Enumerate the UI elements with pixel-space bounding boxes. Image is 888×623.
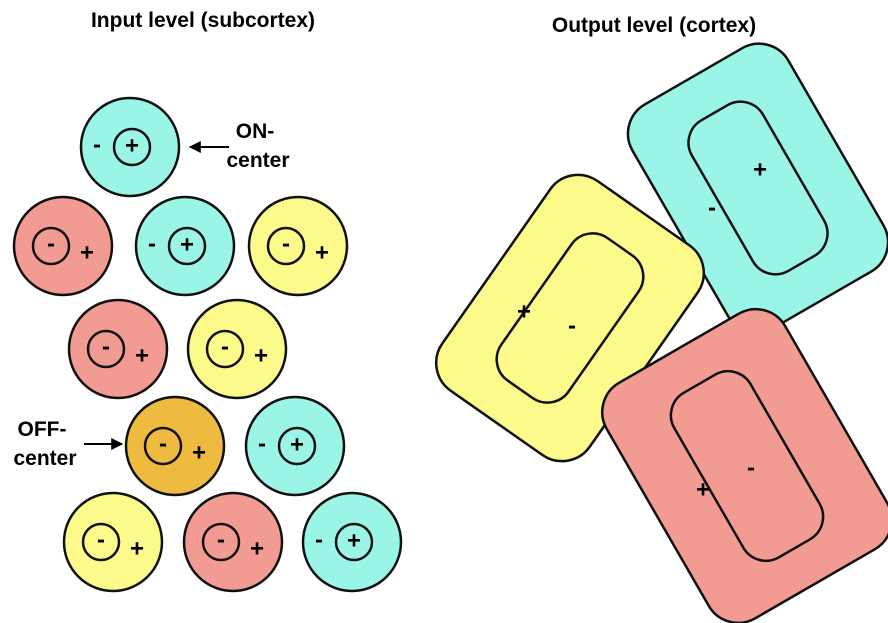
surround-minus-sign: - xyxy=(148,231,156,258)
center-plus-sign: + xyxy=(290,432,304,459)
cell-center xyxy=(86,329,126,369)
on-center-cell: +- xyxy=(79,96,181,198)
cell-surround xyxy=(12,195,114,297)
cell-center xyxy=(266,226,306,266)
cell-surround xyxy=(62,491,164,593)
surround-plus-sign: + xyxy=(130,536,144,563)
on-center-label: ON- center xyxy=(188,120,290,172)
surround-plus-sign: + xyxy=(192,440,206,467)
cell-surround xyxy=(182,491,284,593)
off-center-label-line2: center xyxy=(13,447,76,470)
field-surround-minus-sign: - xyxy=(708,195,716,222)
cell-surround xyxy=(124,395,226,497)
off-center-cell: -+ xyxy=(247,195,349,297)
surround-plus-sign: + xyxy=(254,343,268,370)
field-inner-zone xyxy=(687,100,829,276)
cortical-receptive-field: -+ xyxy=(600,307,888,623)
cell-center xyxy=(201,522,241,562)
cell-center xyxy=(277,426,317,466)
off-center-cell: -+ xyxy=(182,491,284,593)
off-center-cell: -+ xyxy=(186,298,288,400)
off-center-label-line1: OFF- xyxy=(18,418,67,441)
field-outer-zone xyxy=(626,42,888,334)
field-surround-plus-sign: + xyxy=(517,299,531,326)
field-outer-zone xyxy=(600,307,888,623)
field-inner-zone xyxy=(495,232,645,404)
cell-center xyxy=(205,329,245,369)
input-level-title: Input level (subcortex) xyxy=(91,9,315,32)
off-center-cell: -+ xyxy=(67,298,169,400)
field-center-plus-sign: + xyxy=(753,157,767,184)
on-center-label-line1: ON- xyxy=(236,120,275,143)
cell-center xyxy=(334,522,374,562)
cortical-fields-group: +--+-+ xyxy=(434,42,888,623)
off-center-label: OFF- center xyxy=(13,418,124,470)
cell-center xyxy=(112,127,152,167)
off-center-cell: -+ xyxy=(124,395,226,497)
cell-center xyxy=(81,522,121,562)
on-center-label-line2: center xyxy=(226,149,289,172)
surround-plus-sign: + xyxy=(135,343,149,370)
center-minus-sign: - xyxy=(159,431,167,458)
center-minus-sign: - xyxy=(282,231,290,258)
center-minus-sign: - xyxy=(221,334,229,361)
on-center-cell: +- xyxy=(301,491,403,593)
cell-surround xyxy=(134,195,236,297)
center-plus-sign: + xyxy=(180,232,194,259)
cortical-receptive-field: -+ xyxy=(434,173,706,463)
surround-plus-sign: + xyxy=(250,536,264,563)
center-plus-sign: + xyxy=(347,528,361,555)
field-inner-zone xyxy=(669,369,825,563)
cell-center xyxy=(143,426,183,466)
cell-surround xyxy=(301,491,403,593)
center-minus-sign: - xyxy=(47,231,55,258)
surround-plus-sign: + xyxy=(80,240,94,267)
cell-center xyxy=(31,226,71,266)
output-level-title: Output level (cortex) xyxy=(552,14,756,37)
cell-surround xyxy=(186,298,288,400)
cell-surround xyxy=(79,96,181,198)
on-center-cell: +- xyxy=(244,395,346,497)
cell-surround xyxy=(247,195,349,297)
on-center-cell: +- xyxy=(134,195,236,297)
center-minus-sign: - xyxy=(217,527,225,554)
input-cells-group: +--++--+-+-+-++--+-++- xyxy=(12,96,403,593)
surround-plus-sign: + xyxy=(315,240,329,267)
surround-minus-sign: - xyxy=(315,527,323,554)
field-surround-plus-sign: + xyxy=(696,477,710,504)
center-plus-sign: + xyxy=(125,133,139,160)
cell-surround xyxy=(244,395,346,497)
cell-center xyxy=(167,226,207,266)
surround-minus-sign: - xyxy=(258,431,266,458)
center-minus-sign: - xyxy=(102,334,110,361)
cortical-receptive-field: +- xyxy=(626,42,888,334)
field-center-minus-sign: - xyxy=(568,313,576,340)
off-center-cell: -+ xyxy=(62,491,164,593)
off-center-cell: -+ xyxy=(12,195,114,297)
cell-surround xyxy=(67,298,169,400)
surround-minus-sign: - xyxy=(93,132,101,159)
center-minus-sign: - xyxy=(97,527,105,554)
field-center-minus-sign: - xyxy=(747,455,755,482)
